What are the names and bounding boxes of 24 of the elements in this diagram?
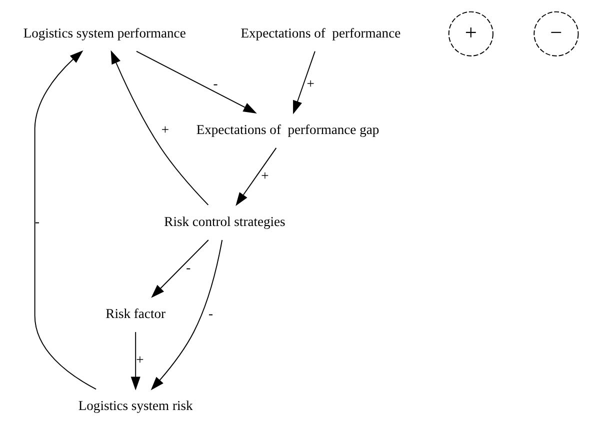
arrow: [292, 50, 315, 114]
edge-label: +: [260, 168, 268, 184]
arrow: [235, 147, 276, 206]
edge-label: -: [212, 76, 218, 91]
arrow: [110, 50, 208, 206]
arrow: [150, 240, 222, 390]
node-text: Risk factor: [105, 306, 166, 322]
edge-label: +: [306, 76, 314, 91]
edge-label: -: [34, 214, 39, 230]
arrow: [136, 50, 256, 114]
label: −: [550, 20, 562, 44]
edge-label: -: [186, 260, 190, 276]
arrow: [34, 50, 96, 390]
node-text: Expectations of performance gap: [196, 122, 379, 137]
edge-label: +: [160, 122, 168, 137]
node-text: Logistics system performance: [22, 25, 186, 40]
node-text: Risk control strategies: [164, 214, 285, 230]
arrow: [150, 240, 208, 298]
node-text: Logistics system risk: [78, 398, 192, 414]
arrow: [130, 332, 140, 390]
edge-label: +: [136, 352, 144, 368]
node-text: Expectations of performance: [240, 25, 400, 40]
edge-label: -: [208, 306, 212, 322]
label: +: [464, 20, 476, 44]
